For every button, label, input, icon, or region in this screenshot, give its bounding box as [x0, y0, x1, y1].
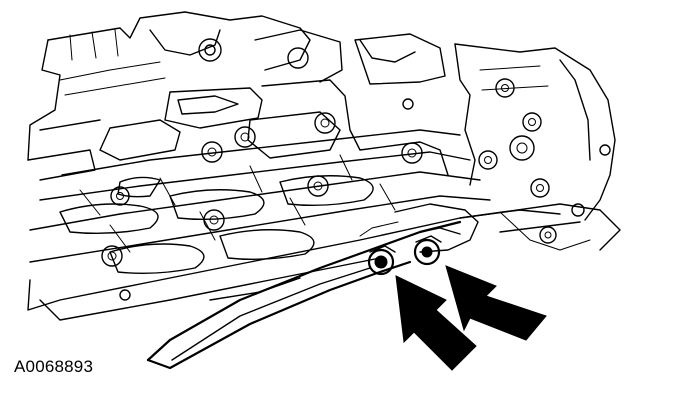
bolt-head: [307, 175, 329, 197]
bolt-head: [314, 112, 336, 134]
bolt-head: [234, 126, 256, 148]
bolt-head: [401, 142, 423, 164]
lower-skirt: [27, 203, 621, 321]
bolt-head: [101, 245, 123, 267]
housing-bolts: [478, 78, 611, 244]
bolt-head: [522, 112, 542, 132]
bracket-bolt-left: [367, 245, 396, 276]
cylinder-block-deck: [27, 79, 491, 275]
highlighted-bolts: [367, 235, 442, 276]
callout-arrow-right: [445, 265, 547, 341]
upper-block-casting: [27, 11, 343, 161]
bolt-head: [119, 289, 131, 301]
bolt-head: [201, 141, 223, 163]
bolt-head: [599, 144, 611, 156]
bearing-support-bracket: [146, 203, 479, 370]
bolt-head: [495, 78, 515, 98]
bolt-head: [203, 209, 225, 231]
bolt-head: [478, 150, 498, 170]
bracket-bolt-right: [413, 235, 442, 266]
figure-id-label: A0068893: [14, 357, 94, 376]
bolt-head: [530, 178, 550, 198]
bolt-head: [402, 98, 414, 110]
bolt-head: [509, 135, 535, 161]
bolt-head: [571, 203, 585, 217]
callout-arrows: [395, 265, 547, 371]
bolt-head: [110, 186, 130, 206]
callout-arrow-left: [395, 275, 477, 371]
bolt-heads: [101, 98, 423, 301]
right-side-housing: [354, 33, 616, 221]
bolt-head: [539, 226, 557, 244]
